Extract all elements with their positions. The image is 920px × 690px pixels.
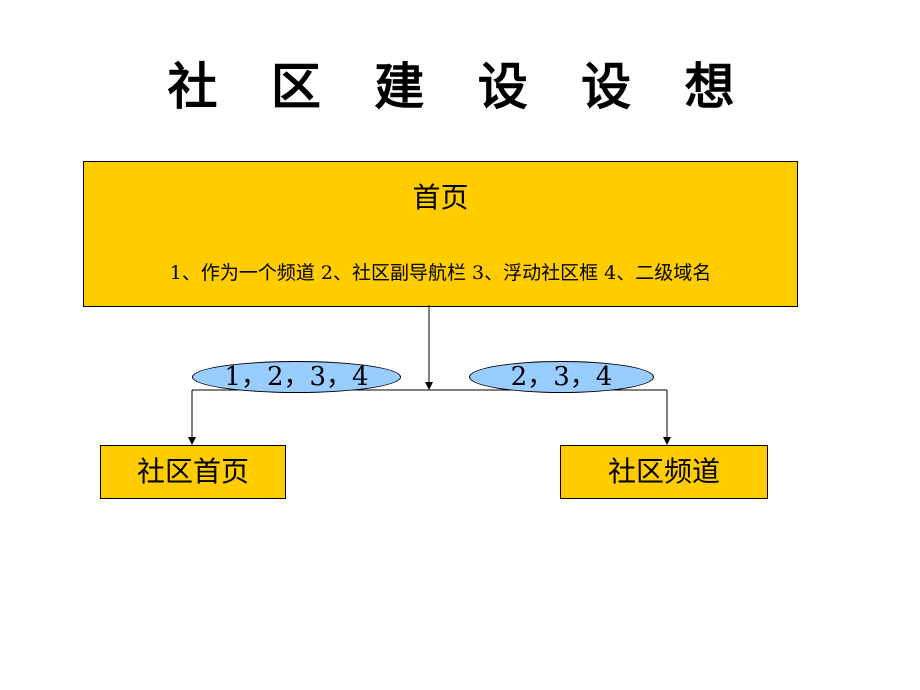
- edge-label-right: 2，3，4: [469, 361, 654, 393]
- community-channel-node: 社区频道: [560, 445, 768, 499]
- community-homepage-node: 社区首页: [100, 445, 286, 499]
- homepage-box: 首页 1、作为一个频道 2、社区副导航栏 3、浮动社区框 4、二级域名: [83, 161, 798, 307]
- edge-label-left: 1，2，3，4: [192, 361, 401, 393]
- homepage-box-title: 首页: [412, 181, 469, 214]
- slide-title: 社 区 建 设 设 想: [167, 58, 753, 116]
- homepage-box-options: 1、作为一个频道 2、社区副导航栏 3、浮动社区框 4、二级域名: [169, 262, 712, 284]
